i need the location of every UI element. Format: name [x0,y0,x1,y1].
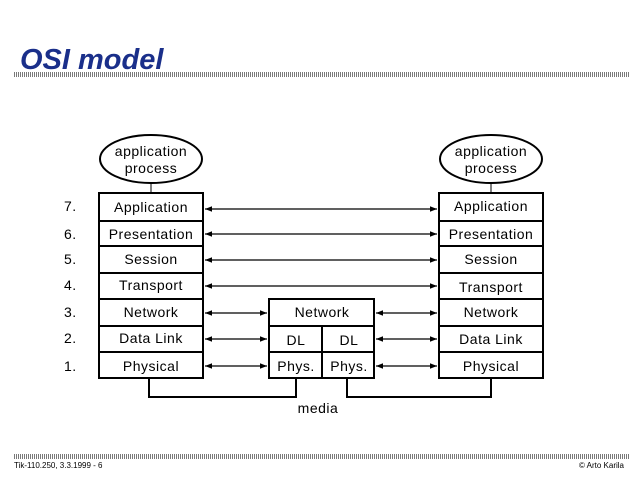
left-layer-physical: Physical [123,358,179,374]
left-app-process-line1: application [115,143,187,159]
right-layer-application: Application [454,198,528,214]
left-osi-stack: Application Presentation Session Transpo… [98,192,204,379]
relay-phys-left-label: Phys. [277,358,315,374]
relay-dl-left-label: DL [287,332,306,348]
layer-number-6: 6. [64,226,77,242]
relay-network-label: Network [295,304,350,320]
footer-copyright: © Arto Karila [578,461,624,470]
media-link-left [148,378,297,398]
media-label: media [298,400,339,416]
left-layer-presentation: Presentation [109,226,194,242]
media-link-right [346,378,492,398]
layer-number-4: 4. [64,277,77,293]
right-layer-data-link: Data Link [459,331,523,347]
left-layer-network: Network [124,304,179,320]
layer-number-2: 2. [64,330,77,346]
layer-number-5: 5. [64,251,77,267]
left-layer-transport: Transport [119,277,183,293]
relay-phys-right-label: Phys. [330,358,368,374]
left-application-process: application process [99,134,203,184]
footer-course-info: Tik-110.250, 3.3.1999 - 6 [14,461,103,470]
layer-number-7: 7. [64,198,77,214]
layer-number-3: 3. [64,304,77,320]
right-app-process-line1: application [455,143,527,159]
right-layer-physical: Physical [463,358,519,374]
right-layer-network: Network [464,304,519,320]
right-layer-session: Session [464,251,517,267]
left-layer-session: Session [124,251,177,267]
layer-numbers: 7. 6. 5. 4. 3. 2. 1. [64,198,77,374]
footer-divider [14,454,630,459]
right-layer-transport: Transport [459,279,523,295]
relay-node: Network DL DL Phys. Phys. [268,298,375,379]
slide-title: OSI model [20,44,164,76]
peer-arrows [205,206,437,369]
right-app-process-line2: process [465,160,518,176]
right-application-process: application process [439,134,543,184]
left-app-process-line2: process [125,160,178,176]
right-osi-stack: Application Presentation Session Transpo… [438,192,544,379]
left-layer-application: Application [114,199,188,215]
layer-number-1: 1. [64,358,77,374]
title-divider [14,72,630,77]
media-links [148,378,492,398]
relay-dl-right-label: DL [340,332,359,348]
right-layer-presentation: Presentation [449,226,534,242]
left-layer-data-link: Data Link [119,330,183,346]
